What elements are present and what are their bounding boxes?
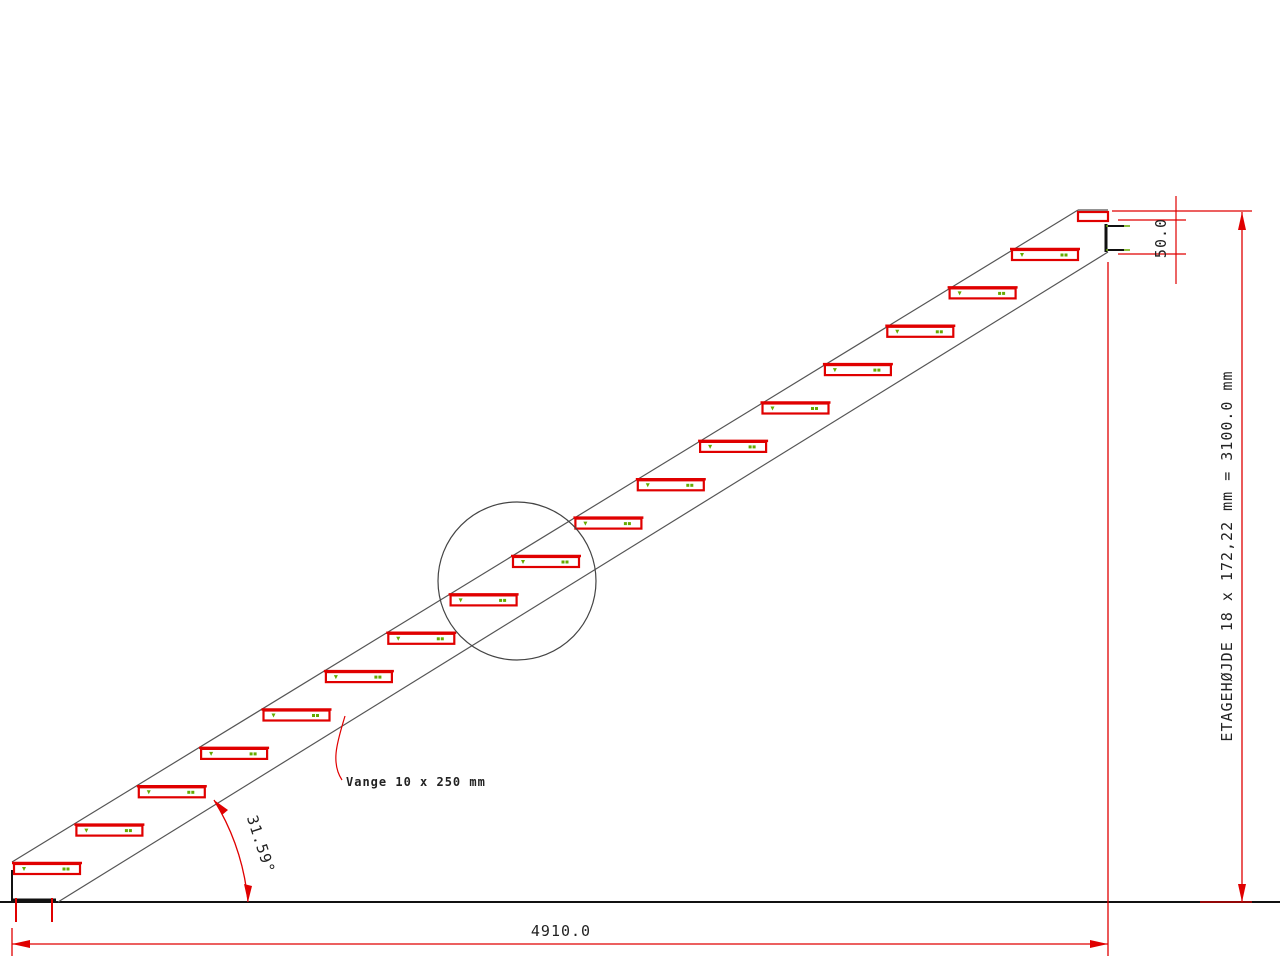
stringer-note-leader (335, 715, 346, 781)
tread-fixing-marker (458, 598, 463, 603)
tread-fixing-marker (62, 867, 66, 871)
stringer-note-label: Vange 10 x 250 mm (346, 775, 486, 789)
tread-fixing-marker (84, 828, 89, 833)
run-dimension-label: 4910.0 (531, 922, 591, 940)
angle-label: 31.59° (243, 813, 279, 876)
tread (698, 439, 769, 453)
tread-fixing-marker (708, 444, 713, 449)
top-bracket (1104, 224, 1130, 252)
tread (573, 516, 644, 530)
tread-fixing-marker (503, 598, 507, 602)
tread (511, 554, 581, 569)
tread-fixing-marker (124, 829, 128, 833)
tread-fixing-marker (396, 636, 401, 641)
tread-fixing-marker (209, 751, 214, 756)
tread-fixing-marker (957, 291, 962, 296)
tread-fixing-marker (191, 790, 195, 794)
tread-fixing-marker (378, 675, 382, 679)
tread-fixing-marker (583, 521, 588, 526)
tread (1010, 247, 1080, 262)
tread-fixing-marker (1002, 291, 1006, 295)
tread-fixing-marker (146, 790, 151, 795)
tread-fixing-marker (521, 560, 525, 564)
tread-fixing-marker (333, 675, 338, 680)
tread-fixing-marker (686, 483, 690, 487)
tread-fixing-marker (561, 560, 565, 564)
treads (12, 210, 1110, 876)
tread-fixing-marker (66, 867, 70, 871)
tread-fixing-marker (22, 867, 26, 871)
tread-fixing-marker (645, 483, 650, 488)
tread-fixing-marker (690, 483, 694, 487)
tread-fixing-marker (271, 713, 276, 718)
tread-fixing-marker (187, 790, 191, 794)
tread-fixing-marker (565, 560, 569, 564)
tread-fixing-marker (877, 368, 881, 372)
stringer-bottom-edge (57, 251, 1109, 903)
tread-fixing-marker (815, 407, 818, 410)
tread-fixing-marker (128, 829, 132, 833)
stringer (11, 209, 1109, 903)
nosing-dimension-label: 50.0 (1152, 218, 1170, 258)
height-dimension (1112, 210, 1252, 903)
tread-fixing-marker (935, 330, 939, 334)
tread-fixing-marker (623, 522, 627, 526)
tread-fixing-marker (312, 714, 315, 717)
tread (760, 401, 831, 415)
tread-fixing-marker (939, 330, 943, 334)
tread-fixing-marker (499, 598, 503, 602)
nosing-dimension (1118, 196, 1186, 284)
tread (386, 631, 457, 645)
tread (947, 286, 1018, 300)
tread (261, 708, 332, 722)
tread-fixing-marker (436, 637, 440, 641)
tread (136, 785, 207, 799)
tread (822, 362, 893, 377)
top-landing-tread (1076, 210, 1110, 223)
height-dimension-label: ETAGEHØJDE 18 x 172,22 mm = 3100.0 mm (1218, 370, 1236, 741)
tread-fixing-marker (832, 368, 837, 373)
tread (323, 669, 394, 684)
angle-arc-arrow-top (214, 800, 228, 815)
tread (635, 478, 706, 492)
tread-fixing-marker (253, 752, 257, 756)
tread-fixing-marker (249, 752, 253, 756)
tread-fixing-marker (627, 522, 631, 526)
stringer-top-edge (11, 209, 1079, 863)
tread-fixing-marker (1064, 253, 1068, 257)
angle-arc-arrow-bottom (244, 884, 252, 902)
base-bracket (11, 870, 56, 922)
tread (12, 861, 82, 876)
tread-fixing-marker (873, 368, 877, 372)
tread (448, 593, 519, 607)
tread-fixing-marker (316, 714, 319, 717)
tread-fixing-marker (1020, 253, 1024, 257)
angle-arc (213, 799, 249, 903)
tread-fixing-marker (895, 329, 900, 334)
tread (885, 324, 956, 338)
tread-fixing-marker (748, 445, 752, 449)
tread (199, 746, 270, 761)
tread-fixing-marker (440, 637, 444, 641)
tread-fixing-marker (998, 291, 1002, 295)
detail-circle (437, 501, 597, 661)
tread (74, 823, 145, 837)
tread-fixing-marker (752, 445, 756, 449)
run-dimension (11, 262, 1109, 956)
tread-fixing-marker (770, 406, 775, 411)
tread-fixing-marker (374, 675, 378, 679)
tread-fixing-marker (811, 407, 814, 410)
tread-fixing-marker (1060, 253, 1064, 257)
